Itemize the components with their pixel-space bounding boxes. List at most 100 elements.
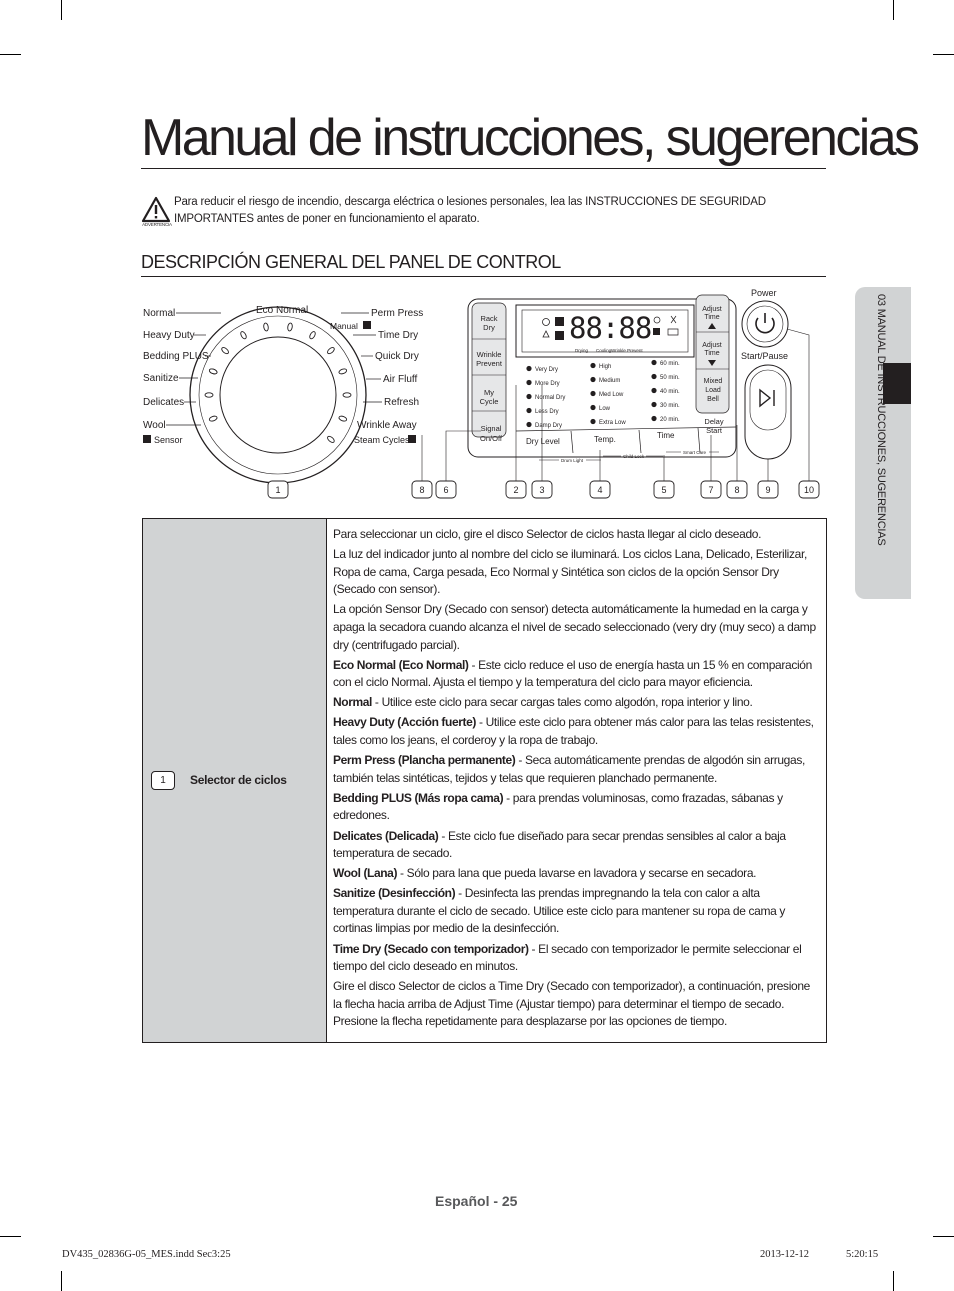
mixed-label-1: Mixed — [704, 378, 723, 385]
cycle-term: Eco Normal (Eco Normal) — [333, 657, 469, 672]
wrinkle-prevent-label-1: Wrinkle — [477, 350, 502, 359]
mixed-label-2: Load — [705, 387, 721, 394]
dial-label-normal: Normal — [143, 308, 175, 319]
wrinkle-prevent-button[interactable]: Wrinkle Prevent — [476, 350, 503, 368]
mixed-load-bell-button[interactable]: Mixed Load Bell — [704, 378, 723, 403]
dry-level-led — [526, 393, 532, 400]
temp-button[interactable]: Temp. — [594, 435, 616, 444]
bell-icon — [542, 330, 550, 338]
temp-label: Extra Low — [599, 420, 626, 426]
callout-number: 8 — [419, 485, 424, 495]
temp-led — [590, 404, 596, 411]
display-digits: 88:88 — [569, 311, 651, 345]
rack-dry-button[interactable]: Rack Dry — [480, 314, 497, 332]
temp-label: Medium — [599, 378, 620, 384]
crop-mark — [893, 0, 894, 20]
callout-box — [798, 480, 820, 499]
paragraph-text: Para seleccionar un ciclo, gire el disco… — [333, 527, 762, 541]
adjust-down-label-1: Adjust — [702, 342, 722, 349]
warning-triangle-icon — [141, 196, 171, 223]
mixed-label-3: Bell — [707, 396, 719, 403]
status-drying: Drying — [575, 348, 589, 353]
steam-icon — [408, 435, 416, 443]
description-paragraph: Para seleccionar un ciclo, gire el disco… — [333, 526, 820, 544]
callout-box — [505, 480, 527, 499]
callout-number: 9 — [765, 485, 770, 495]
description-paragraph: Normal - Utilice este ciclo para secar c… — [333, 694, 820, 712]
power-button[interactable] — [741, 300, 789, 348]
paragraph-text: - Sólo para lana que pueda lavarse en la… — [397, 866, 757, 881]
section-heading: DESCRIPCIÓN GENERAL DEL PANEL DE CONTROL — [141, 252, 561, 272]
row-label-cell: 1 Selector de ciclos — [142, 518, 327, 1043]
time-button[interactable]: Time — [657, 431, 675, 440]
dial-led — [309, 331, 316, 340]
time-option-led — [651, 415, 657, 422]
delay-start-label-1: Delay — [704, 417, 723, 426]
title-rule — [141, 168, 826, 169]
description-table: 1 Selector de ciclos Para seleccionar un… — [142, 518, 827, 1043]
crop-mark — [61, 1271, 62, 1291]
callout-box — [726, 480, 748, 499]
adjust-time-down-button[interactable]: Adjust Time — [702, 342, 722, 366]
dry-level-label: More Dry — [535, 381, 560, 387]
chapter-tab-marker — [883, 363, 911, 404]
paragraph-text: La luz del indicador junto al nombre del… — [333, 547, 807, 597]
time-option-led — [651, 373, 657, 380]
cycle-term: Normal — [333, 695, 372, 710]
my-cycle-button[interactable]: My Cycle — [480, 388, 499, 406]
paragraph-text: - Desinfecta las prendas impregnando la … — [333, 886, 786, 936]
status-cooling: Cooling — [596, 348, 612, 353]
time-option-led — [651, 359, 657, 366]
signal-button[interactable]: Signal On/Off — [480, 424, 503, 443]
callout-number: 8 — [734, 485, 739, 495]
cycle-term: Wool (Lana) — [333, 866, 398, 881]
hold-label-smart-care: Smart Care — [683, 450, 707, 455]
crop-mark — [0, 1236, 21, 1237]
description-paragraph: Wool (Lana) - Sólo para lana que pueda l… — [333, 865, 820, 883]
status-wrinkle: Wrinkle Prevent — [611, 348, 643, 353]
adjust-time-up-button[interactable]: Adjust Time — [702, 306, 722, 329]
callout-box — [700, 480, 722, 499]
callout-box — [531, 480, 553, 499]
crop-mark — [61, 0, 62, 20]
start-pause-button[interactable] — [744, 364, 792, 460]
description-paragraph: Time Dry (Secado con temporizador) - El … — [333, 941, 820, 976]
callout-number: 3 — [539, 485, 544, 495]
description-paragraphs: Para seleccionar un ciclo, gire el disco… — [333, 526, 820, 1031]
shirt-icon — [667, 328, 679, 336]
dial-led — [342, 392, 352, 398]
temp-led — [590, 418, 596, 425]
signal-label-1: Signal — [481, 424, 502, 433]
wrinkle-prevent-label-2: Prevent — [476, 359, 503, 368]
time-option-label: 40 min. — [660, 389, 680, 395]
row-description-cell: Para seleccionar un ciclo, gire el disco… — [326, 518, 827, 1043]
delay-start-button[interactable]: Delay Start — [704, 417, 723, 435]
dry-level-led — [526, 379, 532, 386]
dial-label-wrinkle-away: Wrinkle Away — [357, 420, 417, 431]
time-option-label: 30 min. — [660, 403, 680, 409]
dial-label-steam-cycles: Steam Cycles — [354, 435, 410, 445]
cycle-term: Perm Press (Plancha permanente) — [333, 753, 516, 768]
dial-label-wool: Wool — [143, 420, 166, 431]
crop-mark — [933, 54, 954, 55]
callout-number: 1 — [275, 485, 280, 495]
dry-level-button[interactable]: Dry Level — [526, 437, 560, 446]
dial-label-perm-press: Perm Press — [371, 308, 423, 319]
drum-icon — [542, 318, 550, 326]
time-option-label: 20 min. — [660, 417, 680, 423]
description-paragraph: Delicates (Delicada) - Este ciclo fue di… — [333, 828, 820, 863]
description-paragraph: Bedding PLUS (Más ropa cama) - para pren… — [333, 790, 820, 825]
row-label: Selector de ciclos — [190, 773, 287, 788]
dial-label-manual: Manual — [330, 321, 358, 331]
dial-label-sensor: Sensor — [154, 435, 183, 445]
crop-mark — [893, 1271, 894, 1291]
cycle-selector-dial[interactable] — [189, 306, 367, 484]
time-option-led — [651, 387, 657, 394]
dial-label-heavy-duty: Heavy Duty — [143, 330, 195, 341]
crop-mark — [933, 1236, 954, 1237]
dry-level-led — [526, 365, 532, 372]
time-option-led — [651, 401, 657, 408]
adjust-up-label-1: Adjust — [702, 306, 722, 313]
callout-box — [653, 480, 675, 499]
paragraph-text: - Este ciclo fue diseñado para secar pre… — [333, 828, 786, 861]
